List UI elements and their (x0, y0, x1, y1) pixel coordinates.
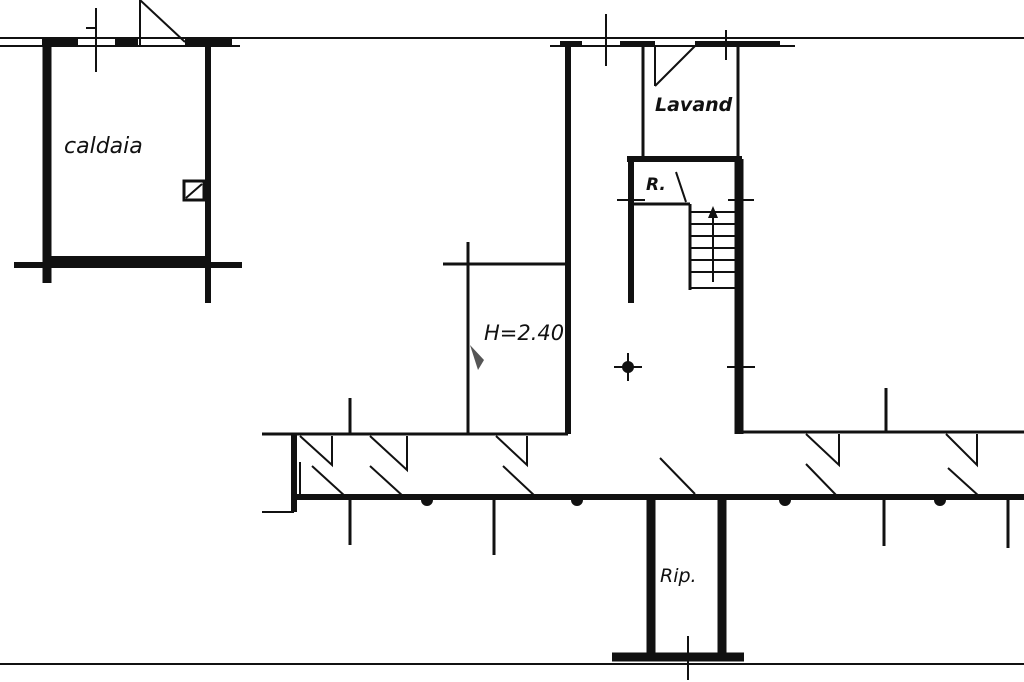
label-ceiling-height: H=2.40 (484, 321, 564, 345)
cellar-corridor-walls (262, 388, 1024, 555)
storage-walls (0, 497, 1024, 680)
label-small-storage: R. (646, 175, 666, 195)
central-walls (560, 14, 780, 434)
label-laundry: Lavand (655, 94, 733, 116)
label-boiler-room: caldaia (64, 134, 143, 159)
boiler-room-walls (14, 0, 242, 303)
label-storage: Rip. (660, 565, 697, 587)
height-room-walls (443, 242, 568, 434)
top-boundary (0, 37, 1024, 47)
